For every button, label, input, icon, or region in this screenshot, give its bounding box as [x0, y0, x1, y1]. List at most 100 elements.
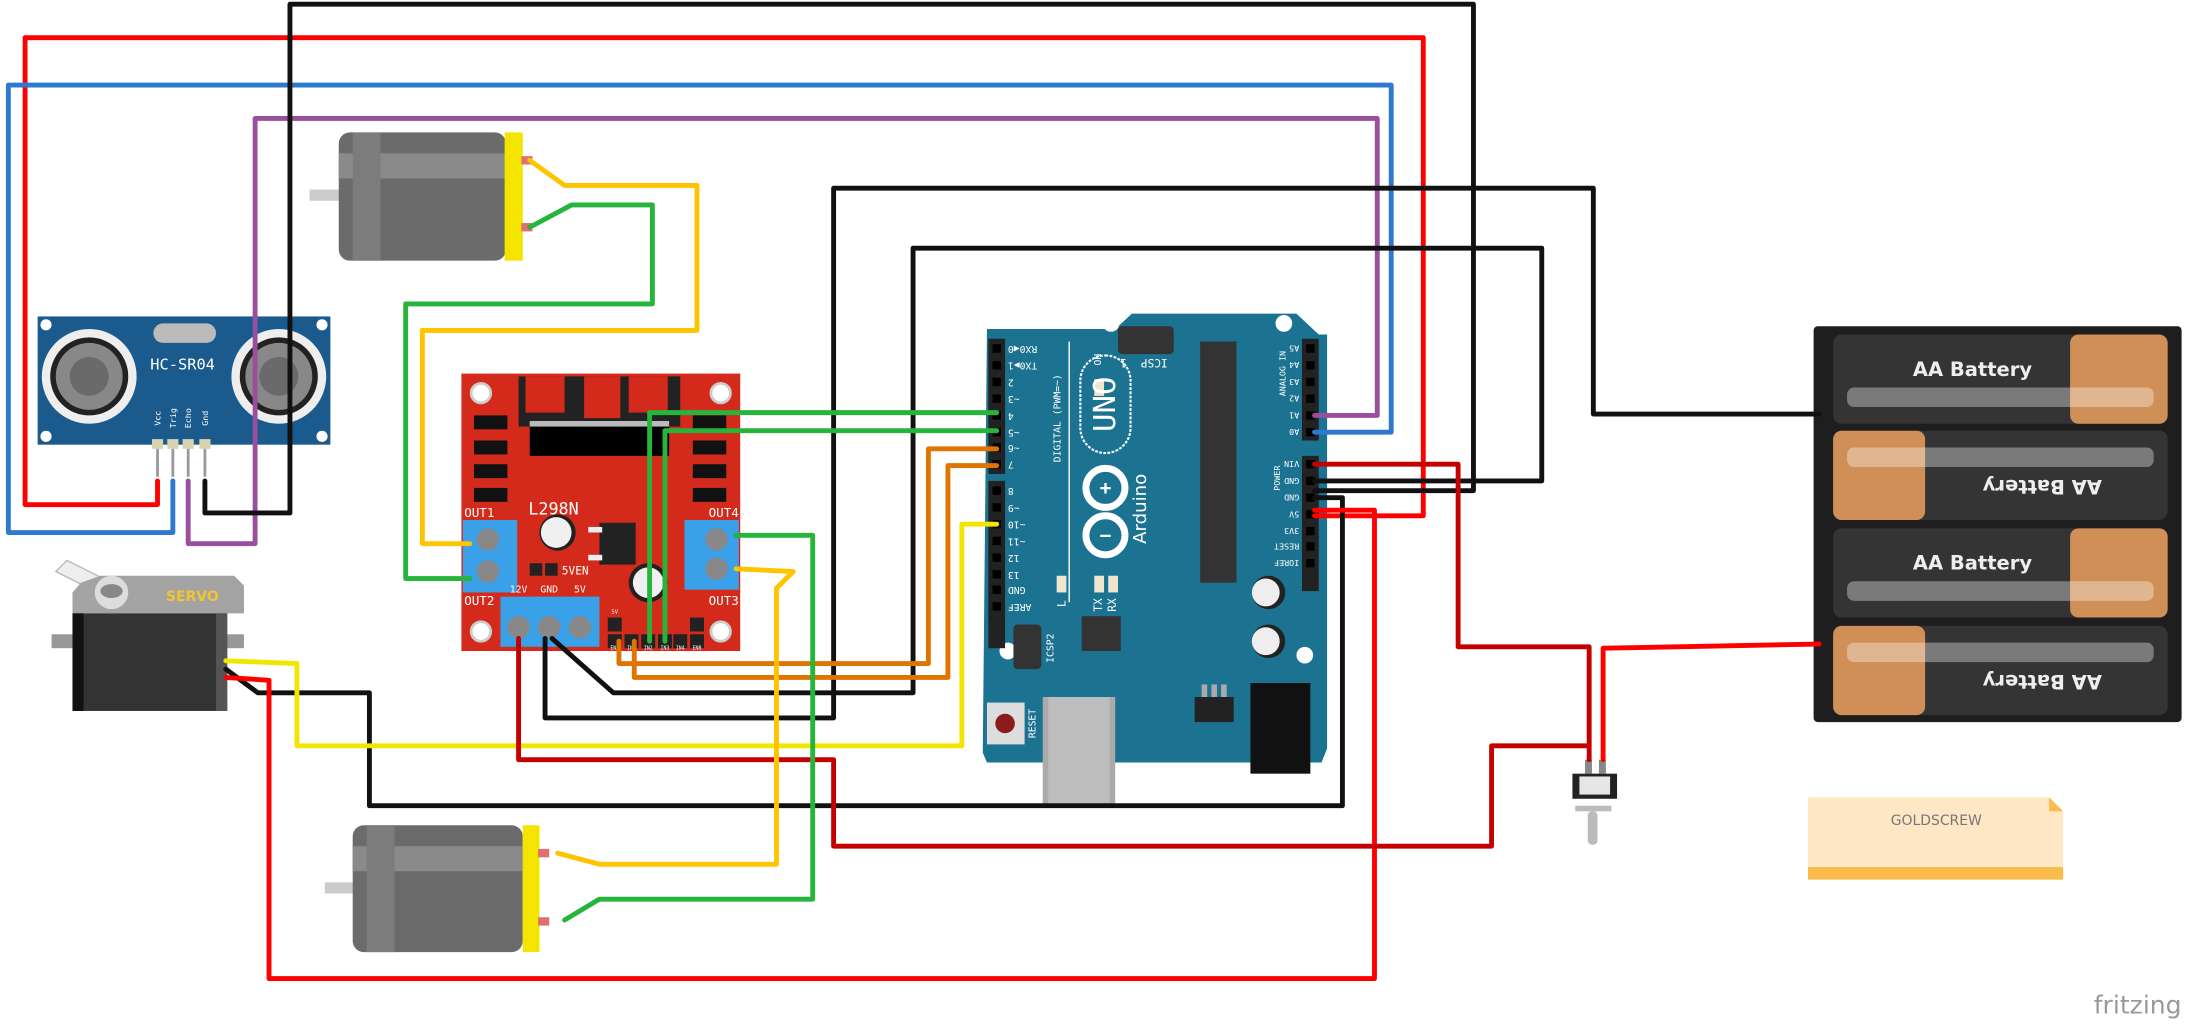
icsp-pin1-label: 1 [1120, 356, 1127, 369]
transmitter-transducer [41, 328, 137, 424]
analog-pin-label: A3 [1289, 377, 1299, 387]
header-pin-label: IN3 [661, 646, 670, 652]
power-pin-socket[interactable] [1306, 542, 1315, 551]
wire-black[interactable] [202, 1, 1476, 516]
digital-pin-socket[interactable] [992, 536, 1001, 546]
wire-dark-red[interactable] [516, 636, 1592, 849]
header-pin-label: ENB [693, 646, 702, 652]
terminal-out1-out2[interactable] [462, 519, 518, 593]
wire-black[interactable] [549, 245, 1545, 696]
power-terminal-label: GND [540, 584, 558, 595]
header-pin-5v[interactable] [690, 617, 704, 632]
digital-pin-label: ~9 [1008, 502, 1020, 513]
wire-red[interactable] [22, 35, 1426, 519]
cell-shine [1847, 581, 2154, 601]
header-pin-label: ENA [610, 646, 619, 652]
digital-pin-label: TX0▶1 [1008, 360, 1037, 371]
power-terminal-label: 5V [574, 584, 586, 595]
analog-pin-socket[interactable] [1306, 394, 1315, 403]
header-pin-label: IN4 [676, 646, 685, 652]
wire-orange[interactable] [631, 463, 1000, 680]
analog-pin-socket[interactable] [1306, 411, 1315, 420]
header-pin[interactable] [673, 634, 688, 649]
reset-button[interactable] [986, 702, 1025, 745]
wire-motor-yellow[interactable] [555, 566, 796, 867]
cell-copper-cap [2070, 334, 2168, 424]
wire-black[interactable] [223, 495, 1345, 809]
wire-yellow[interactable] [223, 521, 1000, 749]
wire-purple[interactable] [185, 116, 1380, 547]
wire-green[interactable] [562, 532, 816, 923]
wire-red[interactable] [223, 507, 1377, 982]
analog-pin-socket[interactable] [1306, 344, 1315, 353]
power-pin-socket[interactable] [1306, 510, 1315, 519]
analog-pin-socket[interactable] [1306, 361, 1315, 370]
power-pin-socket[interactable] [1306, 460, 1315, 469]
wire-green[interactable] [647, 410, 1000, 644]
diode [473, 464, 508, 479]
wire-green[interactable] [403, 202, 655, 581]
digital-title: DIGITAL (PWM=~) [1053, 374, 1064, 462]
digital-pin-socket[interactable] [992, 602, 1001, 611]
dc-motor-bottom[interactable] [324, 825, 550, 953]
digital-pin-label: 13 [1008, 569, 1020, 580]
sensor-pin-1[interactable] [167, 439, 179, 449]
digital-pin-socket[interactable] [992, 344, 1001, 353]
power-pin-socket[interactable] [1306, 476, 1315, 486]
toggle-switch[interactable] [1572, 759, 1618, 845]
header-pin-5v[interactable] [607, 617, 622, 632]
digital-pin-socket[interactable] [992, 394, 1001, 403]
digital-pin-socket[interactable] [992, 361, 1001, 370]
sensor-pin-3[interactable] [199, 439, 211, 449]
digital-pin-label: RX0◀0 [1008, 343, 1037, 354]
svg-text:−: − [1100, 524, 1112, 547]
sensor-pin-0[interactable] [151, 439, 164, 449]
wire-blue[interactable] [5, 82, 1394, 535]
digital-pin-socket[interactable] [992, 377, 1001, 387]
digital-pin-socket[interactable] [992, 553, 1001, 562]
note-goldscrew[interactable]: GOLDSCREW [1808, 797, 2064, 880]
power-pin-label: GND [1284, 476, 1299, 486]
wire-black[interactable] [542, 185, 1822, 721]
header-pin[interactable] [690, 634, 704, 649]
wire-orange[interactable] [616, 446, 1000, 666]
led-l-label: L [1056, 600, 1069, 607]
diode [692, 415, 727, 430]
power-pin-socket[interactable] [1306, 493, 1315, 502]
sensor-pin-leg [203, 448, 207, 477]
jumper-label: 5VEN [562, 564, 589, 577]
wire-motor-yellow[interactable] [419, 157, 700, 547]
out3-label: OUT3 [709, 593, 739, 608]
digital-pin-socket[interactable] [992, 570, 1001, 579]
icsp2-header [1013, 624, 1042, 670]
battery-cell: AA Battery [1833, 334, 2168, 424]
power-pin-label: IOREF [1274, 558, 1299, 568]
terminal-out3-out4[interactable] [684, 519, 739, 590]
power-pin-socket[interactable] [1306, 526, 1315, 536]
servo-motor[interactable]: SERVO [51, 559, 244, 711]
power-header [1301, 455, 1319, 592]
digital-pin-label: ~10 [1008, 519, 1026, 530]
cell-label: AA Battery [1913, 358, 2032, 381]
digital-pin-socket[interactable] [992, 486, 1001, 495]
wire-dark-red[interactable] [1312, 461, 1592, 749]
digital-pin-socket[interactable] [992, 503, 1001, 512]
battery-cell: AA Battery [1833, 430, 2168, 520]
power-pin-socket[interactable] [1306, 558, 1315, 568]
analog-pin-socket[interactable] [1306, 427, 1315, 437]
dc-motor-top[interactable] [309, 132, 533, 261]
out4-label: OUT4 [709, 505, 739, 520]
digital-pin-socket[interactable] [992, 411, 1001, 420]
arduino-uno-board[interactable]: 1 ICSP ON RX0◀0TX0▶12~34~5~678~9~10~1112… [982, 313, 1328, 805]
wire-green[interactable] [662, 428, 1000, 644]
sensor-pin-2[interactable] [182, 439, 194, 449]
analog-pin-socket[interactable] [1306, 377, 1315, 387]
analog-pin-label: A0 [1289, 427, 1299, 437]
digital-pin-socket[interactable] [992, 585, 1001, 594]
arduino-infinity-logo: + − [1082, 464, 1129, 559]
analog-pin-label: A4 [1289, 360, 1299, 370]
wire-red[interactable] [1600, 641, 1822, 763]
